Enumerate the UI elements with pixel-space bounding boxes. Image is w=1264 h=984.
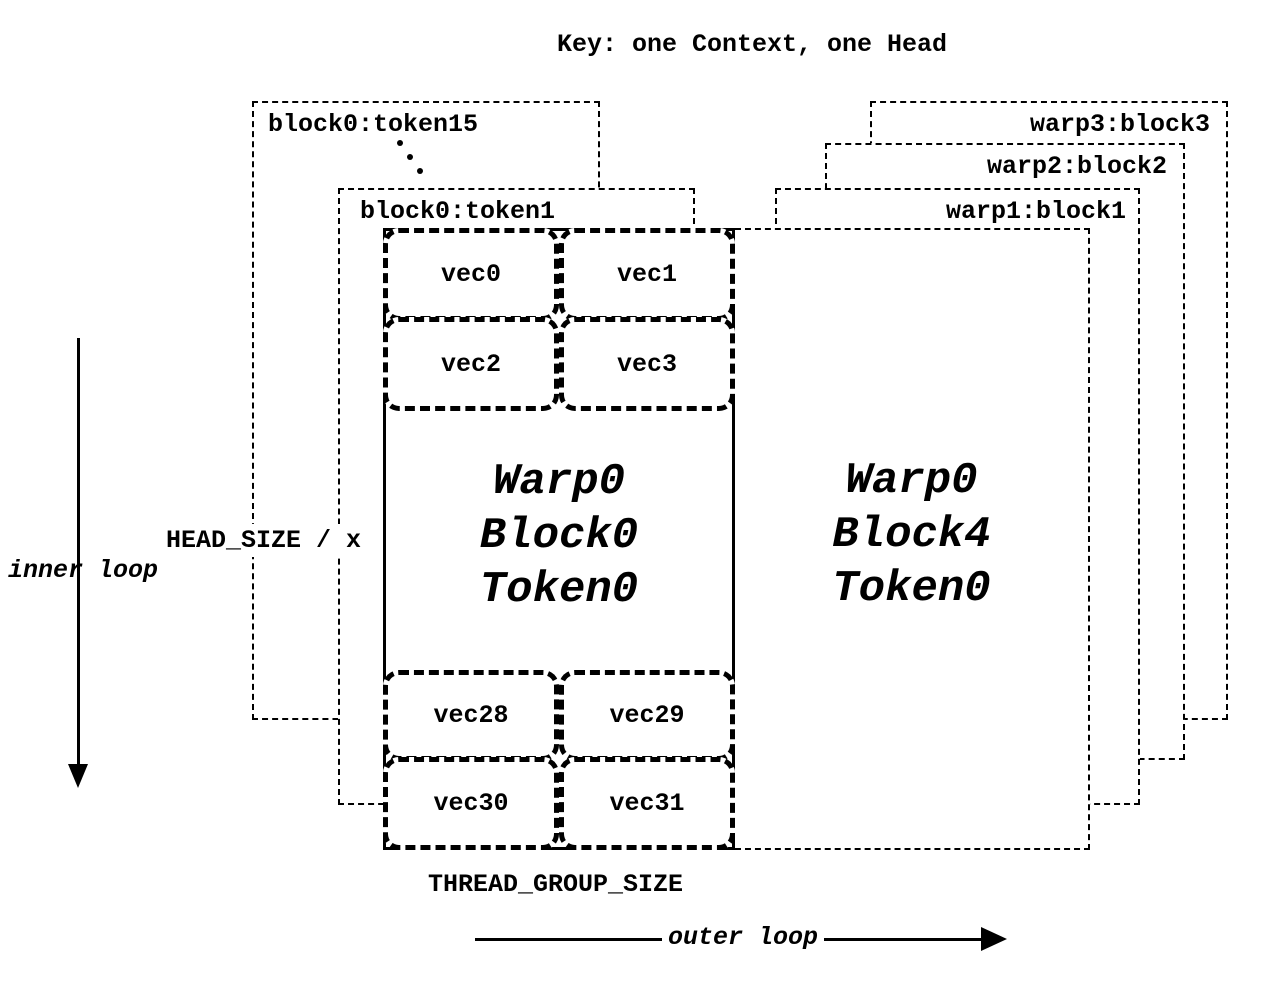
- vec3-cell: vec3: [559, 317, 735, 411]
- block0-caption: Warp0 Block0 Token0: [386, 455, 732, 617]
- box-label-block0-token15: block0:token15: [268, 110, 479, 139]
- right-arrow-icon: [981, 927, 1007, 951]
- vec29-label: vec29: [609, 701, 685, 730]
- vec30-cell: vec30: [383, 757, 559, 850]
- down-arrow-shaft: [77, 338, 80, 768]
- outer-loop-label: outer loop: [662, 923, 825, 952]
- vec31-cell: vec31: [559, 757, 735, 850]
- vec2-label: vec2: [440, 349, 501, 379]
- box-label-warp1-block1: warp1:block1: [945, 197, 1126, 226]
- box-label-block0-token1: block0:token1: [360, 197, 556, 226]
- vec28-cell: vec28: [383, 670, 559, 761]
- vec30-label: vec30: [433, 789, 509, 818]
- vec1-cell: vec1: [559, 228, 735, 321]
- vec28-label: vec28: [433, 701, 509, 730]
- block4-caption-line: Block4: [832, 510, 991, 560]
- block0-caption-line: Token0: [479, 565, 639, 615]
- block4-caption-line: Warp0: [845, 456, 978, 506]
- vec0-cell: vec0: [383, 228, 559, 321]
- block0-caption-line: Block0: [479, 511, 639, 561]
- box-label-warp3-block3: warp3:block3: [1029, 110, 1210, 139]
- ellipsis-dot: [417, 168, 423, 174]
- block0-caption-line: Warp0: [492, 457, 626, 507]
- vec3-label: vec3: [616, 349, 677, 379]
- box-warp0-block4-token0: Warp0 Block4 Token0: [735, 228, 1090, 850]
- vec29-cell: vec29: [559, 670, 735, 761]
- box-label-warp2-block2: warp2:block2: [986, 152, 1167, 181]
- inner-loop-label: inner loop: [8, 556, 159, 585]
- vec0-label: vec0: [440, 260, 501, 289]
- block4-caption-line: Token0: [832, 564, 991, 614]
- down-arrow-icon: [68, 764, 88, 788]
- ellipsis-dot: [397, 140, 403, 146]
- diagram-title: Key: one Context, one Head: [557, 30, 948, 59]
- ellipsis-dot: [407, 154, 413, 160]
- head-size-label: HEAD_SIZE / x: [163, 524, 365, 557]
- block4-caption: Warp0 Block4 Token0: [735, 454, 1088, 616]
- vec2-cell: vec2: [383, 317, 559, 411]
- thread-group-size-label: THREAD_GROUP_SIZE: [428, 870, 684, 899]
- vec1-label: vec1: [616, 260, 677, 289]
- vec31-label: vec31: [609, 789, 685, 818]
